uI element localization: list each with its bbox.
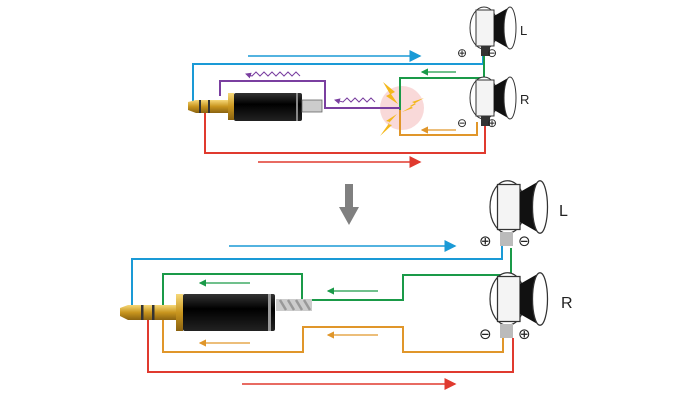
- left-return-wire: [399, 55, 485, 110]
- label-left: L: [520, 23, 527, 38]
- minus-right: ⊖: [479, 325, 492, 343]
- earbud-right: [469, 76, 517, 126]
- left-return-wire: [162, 248, 512, 308]
- label-right: R: [520, 92, 529, 107]
- plus-left: ⊕: [479, 232, 492, 250]
- lightning-icon: [380, 82, 424, 136]
- earbud-left-cable: [500, 232, 513, 246]
- minus-right: ⊖: [457, 116, 467, 130]
- audio-jack: [188, 93, 323, 121]
- right-return-wire: [399, 110, 478, 136]
- left-signal-wire: [131, 245, 503, 310]
- label-left: L: [559, 203, 568, 220]
- plus-right: ⊕: [518, 325, 531, 343]
- twisted-cable: [276, 299, 312, 311]
- plus-left: ⊕: [457, 46, 467, 60]
- top-diagram: L R ⊕ ⊖ ⊖ ⊕: [188, 6, 529, 168]
- earbud-left: [469, 6, 517, 56]
- plus-right: ⊕: [487, 116, 497, 130]
- right-signal-wire: [147, 320, 514, 373]
- earbud-right: [489, 272, 549, 326]
- audio-jack: [120, 294, 312, 331]
- right-signal-wire: [204, 110, 486, 154]
- earbud-left: [489, 180, 549, 234]
- bottom-diagram: L R ⊕ ⊖ ⊖ ⊕: [120, 180, 573, 390]
- down-arrow-icon: [339, 184, 359, 225]
- right-return-wire: [162, 318, 504, 353]
- label-right: R: [561, 295, 573, 312]
- noise-arrow-lower: [334, 97, 376, 105]
- noise-arrow-upper: [245, 71, 301, 79]
- noise-wire: [219, 80, 400, 109]
- minus-left: ⊖: [518, 232, 531, 250]
- minus-left: ⊖: [487, 46, 497, 60]
- earbud-right-cable: [500, 324, 513, 338]
